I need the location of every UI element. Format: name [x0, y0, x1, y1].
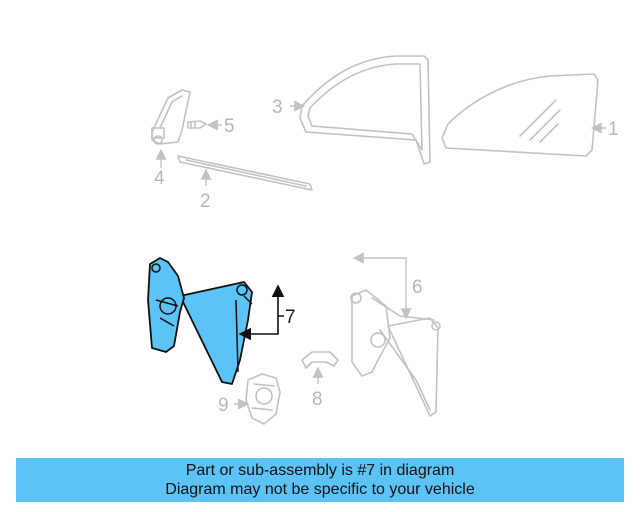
- callout-4-label: 4: [154, 168, 165, 189]
- callout-7-leader: [238, 284, 285, 341]
- banner-line-part-number: Part or sub-assembly is #7 in diagram: [185, 462, 455, 479]
- callout-2-label: 2: [200, 191, 211, 212]
- callout-5-label: 5: [224, 116, 235, 137]
- callout-1-label: 1: [608, 119, 619, 140]
- callout-8-label: 8: [312, 389, 323, 410]
- callout-3-label: 3: [272, 97, 283, 118]
- part-2-belt-molding: [177, 155, 313, 191]
- info-banner: Part or sub-assembly is #7 in diagram Di…: [16, 458, 624, 502]
- part-9-motor: [245, 373, 281, 425]
- part-5-screw: [187, 120, 207, 129]
- part-6-regulator: [350, 289, 441, 417]
- part-7-track-bracket: [147, 257, 185, 353]
- part-7-regulator-highlighted: [147, 257, 253, 385]
- callout-6-label: 6: [412, 277, 423, 298]
- callout-7-label: 7: [285, 307, 296, 328]
- banner-line-disclaimer: Diagram may not be specific to your vehi…: [165, 481, 475, 498]
- part-7-glass-panel: [179, 281, 253, 385]
- callout-9-label: 9: [218, 395, 229, 416]
- part-3-frame-seal: [299, 55, 431, 165]
- part-8-clip: [301, 351, 339, 369]
- callout-6-leader: [352, 252, 412, 320]
- part-1-door-glass: [441, 73, 599, 157]
- part-4-corner-bracket: [151, 89, 191, 145]
